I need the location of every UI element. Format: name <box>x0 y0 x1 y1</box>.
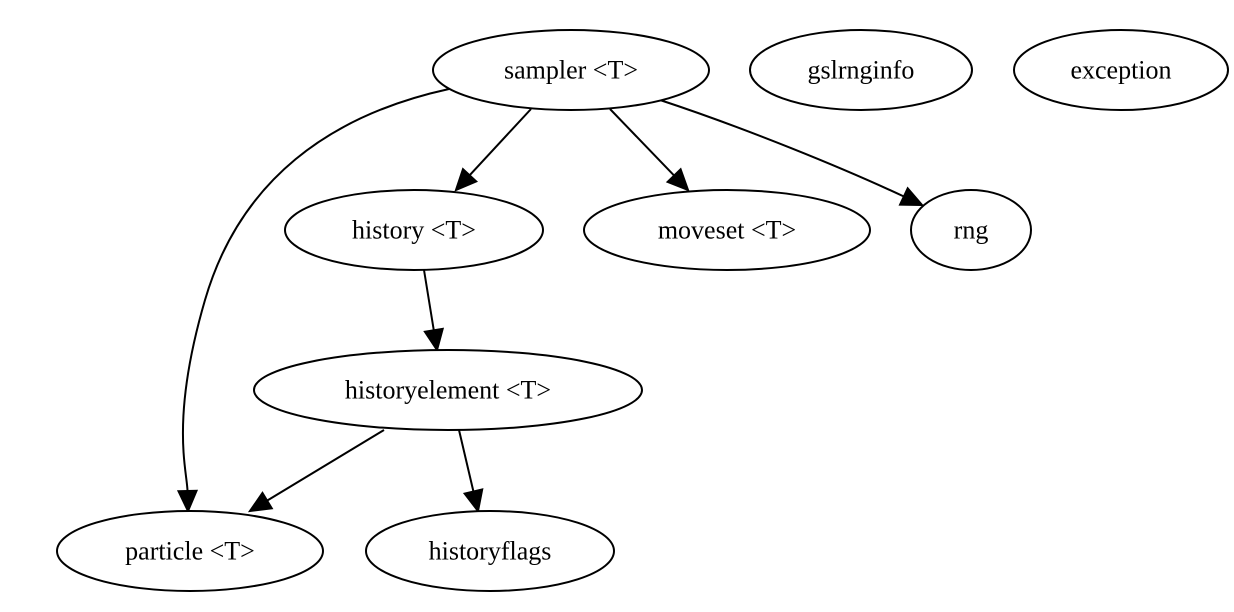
node-label: history <T> <box>352 216 476 245</box>
edge-historyelement-to-historyflags <box>458 429 484 514</box>
edge-sampler-to-moveset <box>609 108 690 192</box>
edge-sampler-to-rng <box>659 99 925 207</box>
node-ellipse <box>749 29 973 111</box>
node-label: exception <box>1070 56 1171 85</box>
arrowhead <box>665 167 690 192</box>
node-historyelement: historyelement <T> <box>253 349 643 431</box>
node-ellipse <box>432 29 710 111</box>
edge-history-to-historyelement <box>423 269 445 353</box>
node-ellipse <box>253 349 643 431</box>
node-moveset: moveset <T> <box>583 189 871 271</box>
node-ellipse <box>910 189 1032 271</box>
node-label: moveset <T> <box>658 216 796 245</box>
edge-sampler-to-particle <box>176 88 450 514</box>
node-label: sampler <T> <box>504 56 638 85</box>
arrowhead <box>176 489 199 514</box>
node-ellipse <box>284 189 544 271</box>
node-label: historyflags <box>429 537 552 566</box>
edge-line <box>266 429 385 502</box>
arrowhead <box>454 167 479 192</box>
arrowhead <box>898 186 925 207</box>
node-sampler: sampler <T> <box>432 29 710 111</box>
edge-line <box>468 108 532 177</box>
edge-line <box>423 269 435 331</box>
node-particle: particle <T> <box>56 510 324 592</box>
node-exception: exception <box>1013 29 1229 111</box>
arrowhead <box>247 491 274 513</box>
arrowhead <box>462 488 484 514</box>
nodes-layer: sampler <T> gslrnginfo exception history <T… <box>56 29 1229 592</box>
node-rng: rng <box>910 189 1032 271</box>
node-label: rng <box>954 216 989 245</box>
node-ellipse <box>1013 29 1229 111</box>
node-gslrnginfo: gslrnginfo <box>749 29 973 111</box>
node-label: particle <T> <box>125 537 255 566</box>
node-label: historyelement <T> <box>345 376 551 405</box>
edge-historyelement-to-particle <box>247 429 385 513</box>
edge-sampler-to-history <box>454 108 532 192</box>
node-ellipse <box>583 189 871 271</box>
edge-line <box>609 108 675 177</box>
edge-line <box>181 88 450 492</box>
node-history: history <T> <box>284 189 544 271</box>
edge-line <box>458 429 475 492</box>
edge-line <box>659 99 905 198</box>
node-historyflags: historyflags <box>365 510 615 592</box>
arrowhead <box>423 327 445 353</box>
node-label: gslrnginfo <box>808 56 915 85</box>
node-ellipse <box>365 510 615 592</box>
node-ellipse <box>56 510 324 592</box>
edges-layer <box>176 88 925 514</box>
